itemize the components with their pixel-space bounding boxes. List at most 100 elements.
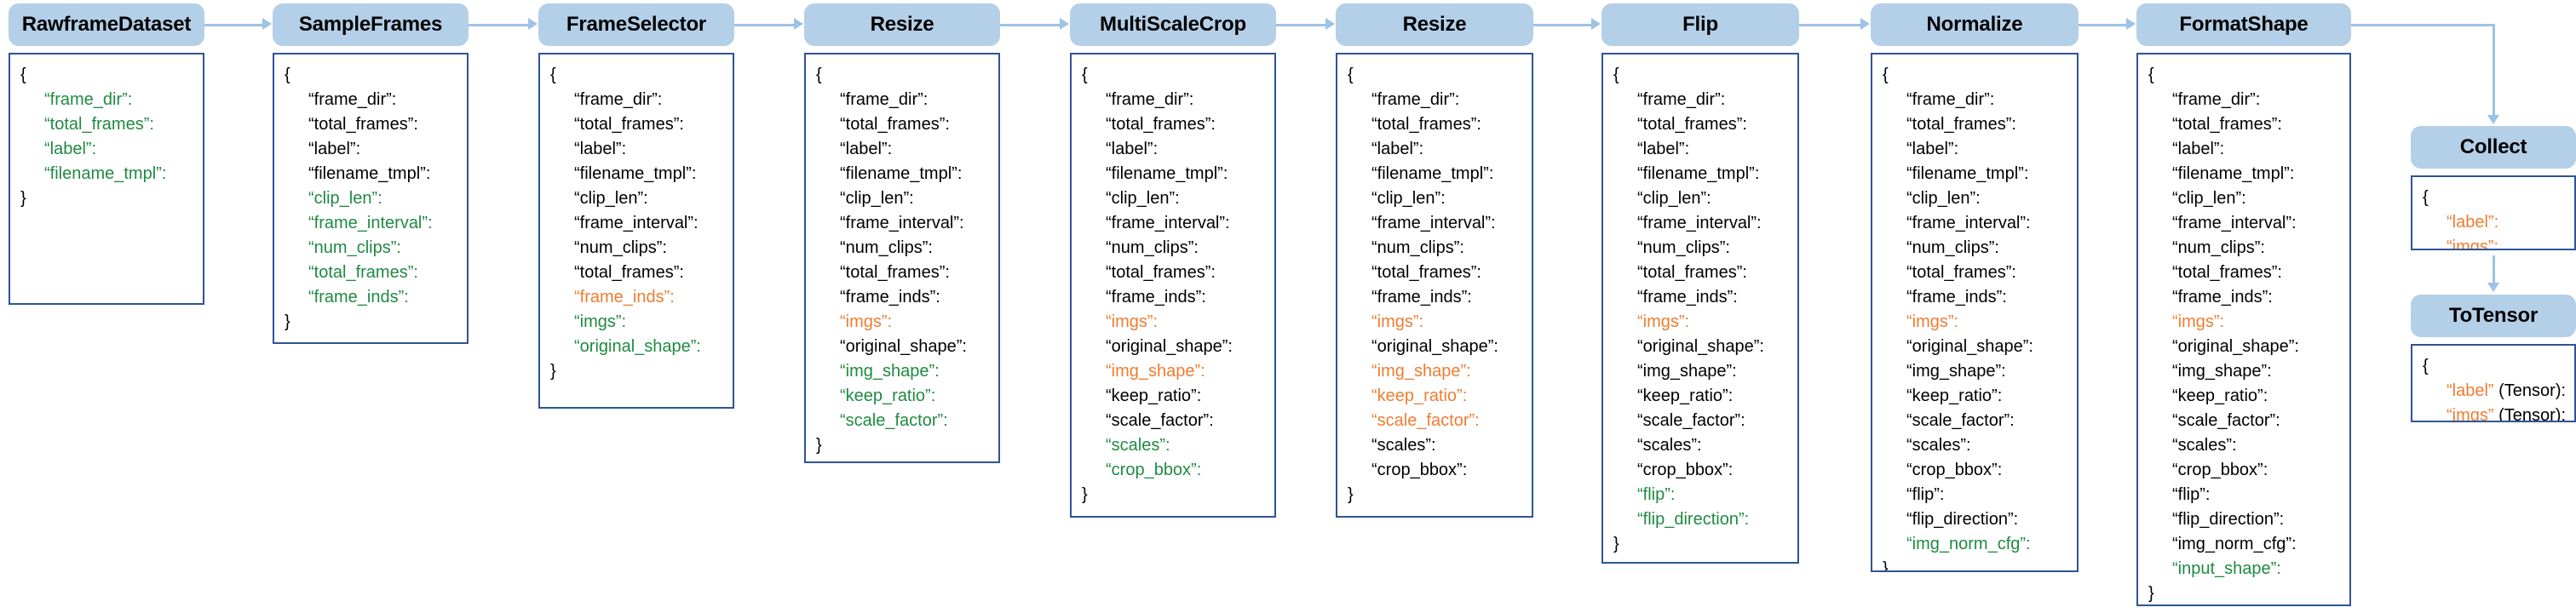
stage-title: ToTensor [2448, 304, 2539, 327]
stage-pill-resize-3[interactable]: Resize [804, 3, 1000, 46]
dict-key: “frame_inds”: [1906, 288, 2007, 306]
dict-key: “img_shape”: [1106, 362, 1205, 381]
dict-key-line: “imgs” (Tensor): [2412, 404, 2574, 422]
dict-key-line: “original_shape”: [1337, 335, 1532, 359]
dict-key-line: “crop_bbox”: [1603, 458, 1797, 483]
dict-key: “total_frames”: [574, 263, 684, 282]
dict-key: “label”: [574, 140, 627, 158]
dict-key: “num_clips”: [308, 238, 401, 257]
dict-key: “crop_bbox”: [2172, 461, 2268, 479]
dict-key-line: “clip_len”: [1603, 186, 1797, 211]
dict-key: “flip”: [2172, 485, 2211, 504]
dict-key: “original_shape”: [840, 337, 967, 356]
dict-key-line: “original_shape”: [1072, 335, 1274, 359]
stage-pill-sampleframes-1[interactable]: SampleFrames [273, 3, 469, 46]
dict-key-line: “flip_direction”: [1603, 507, 1797, 532]
dict-key: “num_clips”: [1637, 238, 1730, 257]
stage-title: Normalize [1926, 13, 2023, 36]
dict-key: “imgs”: [2447, 238, 2499, 250]
dict-key: “frame_interval”: [1637, 214, 1762, 232]
dict-key-line: “num_clips”: [1337, 236, 1532, 261]
connector-2 [734, 24, 794, 26]
dict-key-line: “frame_interval”: [806, 211, 998, 236]
stage-pill-multiscalecrop-4[interactable]: MultiScaleCrop [1070, 3, 1276, 46]
dict-key-line: “frame_dir”: [1072, 88, 1274, 112]
dict-key: “img_norm_cfg”: [1906, 535, 2031, 553]
arrow-right-icon [1060, 18, 1069, 30]
dict-key: “num_clips”: [574, 238, 667, 257]
connector-0 [204, 24, 262, 26]
dict-key-line: “clip_len”: [1872, 186, 2077, 211]
stage-dict-resize-3: {“frame_dir”:“total_frames”:“label”:“fil… [804, 53, 1000, 463]
dict-key-line: “scale_factor”: [1072, 409, 1274, 433]
dict-key: “total_frames”: [1637, 263, 1747, 282]
dict-key-line: “crop_bbox”: [1072, 458, 1274, 483]
dict-key-line: “crop_bbox”: [2138, 458, 2349, 483]
dict-key: “label”: [1106, 140, 1159, 158]
open-brace: { [2423, 188, 2429, 207]
dict-key-line: “imgs”: [1603, 310, 1797, 335]
dict-key: “img_shape”: [840, 362, 940, 381]
dict-key: “flip_direction”: [2172, 510, 2285, 529]
stage-pill-normalize-7[interactable]: Normalize [1871, 3, 2079, 46]
dict-key: “frame_dir”: [2172, 90, 2261, 109]
dict-key: “frame_interval”: [1371, 214, 1496, 232]
connector-3 [1000, 24, 1060, 26]
dict-key-line: “scales”: [1603, 433, 1797, 458]
dict-key: “filename_tmpl”: [1637, 164, 1760, 183]
connector-formatshape-collect-h [2351, 24, 2495, 26]
dict-key: “keep_ratio”: [1106, 387, 1202, 405]
dict-key: “scale_factor”: [1637, 411, 1745, 430]
dict-key: “label”: [1906, 140, 1959, 158]
stage-pill-flip-6[interactable]: Flip [1601, 3, 1799, 46]
dict-key-line: “img_norm_cfg”: [1872, 532, 2077, 557]
dict-key-line: “label”: [1072, 137, 1274, 162]
dict-key: “crop_bbox”: [1637, 461, 1734, 479]
dict-key-line: “scales”: [1072, 433, 1274, 458]
dict-key-line: “imgs”: [540, 310, 733, 335]
stage-title: MultiScaleCrop [1100, 13, 1246, 36]
dict-key: “frame_inds”: [574, 288, 675, 306]
arrow-right-icon [528, 18, 538, 30]
dict-key-line: “label”: [1603, 137, 1797, 162]
dict-key: “num_clips”: [1106, 238, 1199, 257]
dict-key: “scales”: [1637, 436, 1702, 455]
stage-pill-collect[interactable]: Collect [2411, 126, 2576, 169]
dict-key: “keep_ratio”: [1637, 387, 1734, 405]
dict-key: “clip_len”: [1371, 189, 1446, 208]
dict-key: “total_frames”: [44, 115, 154, 134]
stage-pill-frameselector-2[interactable]: FrameSelector [538, 3, 734, 46]
dict-key-line: “filename_tmpl”: [274, 162, 467, 186]
dict-key-line: “original_shape”: [2138, 335, 2349, 359]
dict-key: “label”: [2172, 140, 2225, 158]
stage-pill-totensor[interactable]: ToTensor [2411, 295, 2576, 337]
dict-key: “num_clips”: [1371, 238, 1464, 257]
dict-key: “clip_len”: [1637, 189, 1711, 208]
dict-key-line: “keep_ratio”: [806, 384, 998, 409]
open-brace: { [1082, 66, 1088, 84]
dict-key-line: “total_frames”: [2138, 112, 2349, 137]
dict-key: “filename_tmpl”: [574, 164, 697, 183]
dict-key: “clip_len”: [1106, 189, 1180, 208]
dict-key: “flip”: [1906, 485, 1945, 504]
dict-key-line: “total_frames”: [1337, 112, 1532, 137]
stage-pill-rawframedataset-0[interactable]: RawframeDataset [9, 3, 204, 46]
stage-dict-formatshape-8: {“frame_dir”:“total_frames”:“label”:“fil… [2136, 53, 2351, 606]
dict-key-line: “frame_inds”: [540, 285, 733, 310]
dict-key: “scales”: [1906, 436, 1971, 455]
dict-key-line: “keep_ratio”: [1072, 384, 1274, 409]
stage-pill-resize-5[interactable]: Resize [1336, 3, 1533, 46]
dict-key-line: “scale_factor”: [806, 409, 998, 433]
dict-key: “imgs” [2447, 406, 2494, 422]
connector-4 [1276, 24, 1325, 26]
dict-key: “num_clips”: [840, 238, 933, 257]
stage-title: Flip [1682, 13, 1718, 36]
dict-key: “frame_interval”: [308, 214, 433, 232]
dict-key-line: “keep_ratio”: [1337, 384, 1532, 409]
stage-pill-formatshape-8[interactable]: FormatShape [2136, 3, 2351, 46]
connector-formatshape-collect-v [2493, 24, 2495, 116]
arrow-down-icon [2487, 115, 2499, 124]
dict-key: “imgs”: [840, 312, 893, 331]
dict-key: “original_shape”: [574, 337, 701, 356]
open-brace: { [285, 66, 290, 84]
